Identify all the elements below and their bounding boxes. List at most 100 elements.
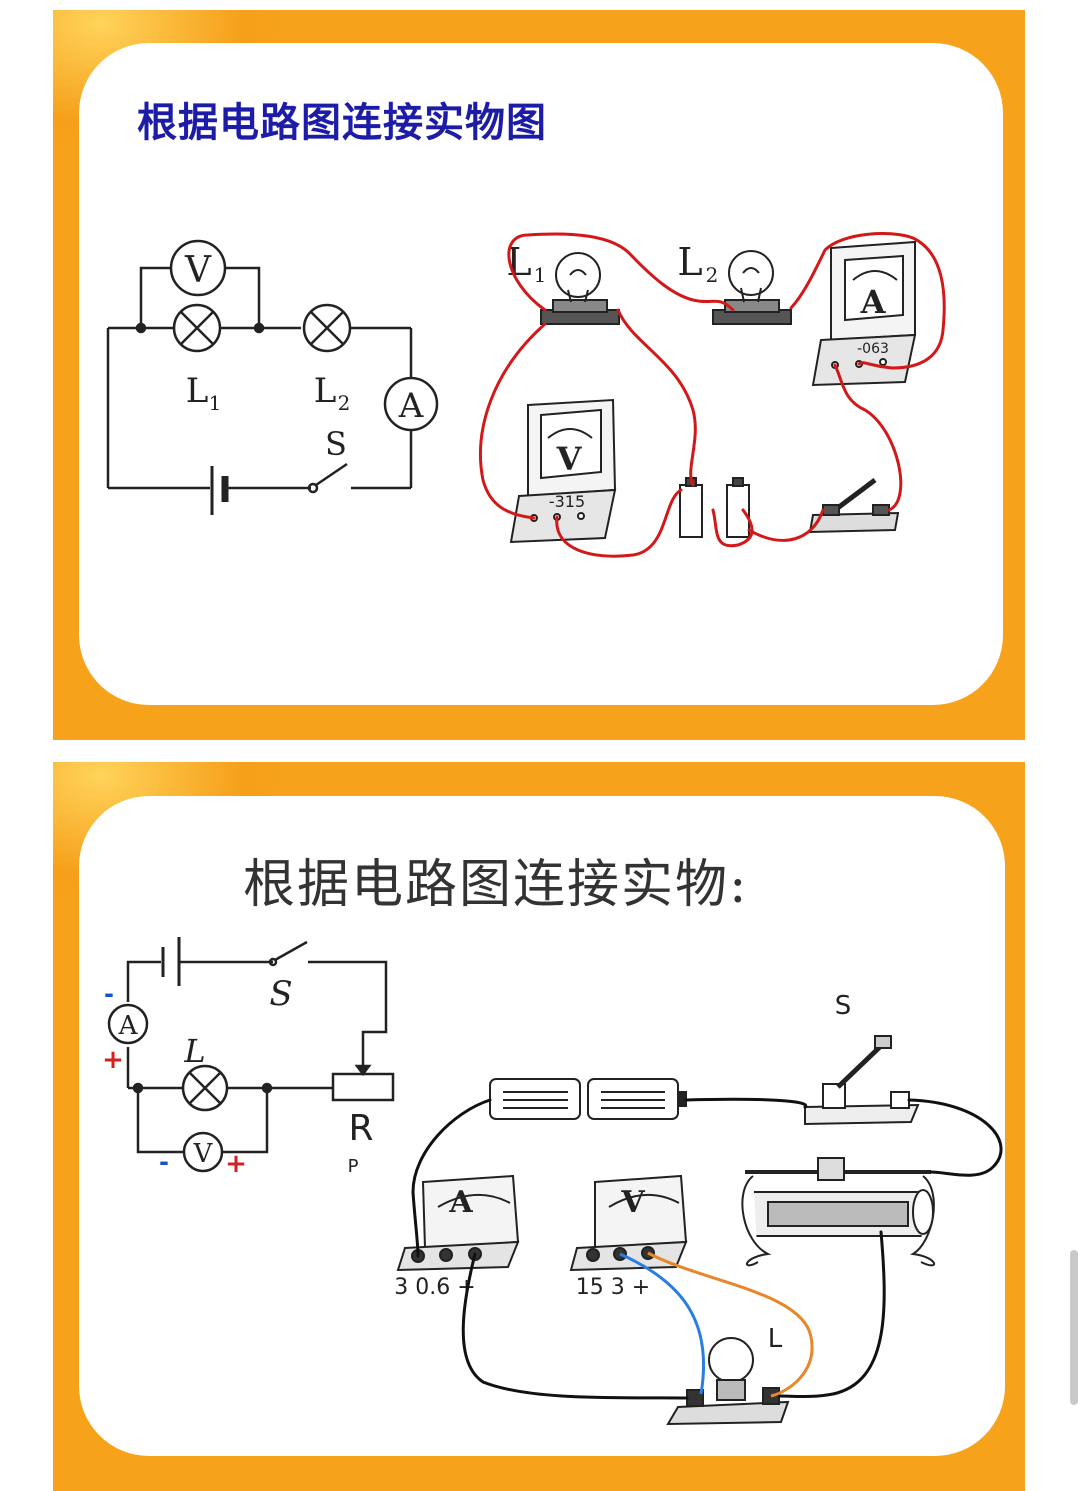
- blue-wire: [619, 1252, 706, 1395]
- wire-l1-battery: [616, 308, 697, 487]
- ammeter-symbol: [383, 376, 439, 432]
- wire: [139, 266, 171, 328]
- slide-2-diagram: S A L V R P - + - +: [102, 937, 1003, 1426]
- switch-device-label: S: [835, 991, 852, 1021]
- lamp-symbol: [181, 1064, 229, 1112]
- slide-1-title: 根据电路图连接实物图: [137, 99, 547, 146]
- wire: [308, 960, 388, 1068]
- wire: [126, 960, 161, 1002]
- voltmeter-label: V: [193, 1139, 214, 1169]
- ammeter-device-terminals: 3 0.6 +: [394, 1275, 475, 1300]
- lamp-1-label: L: [186, 371, 209, 411]
- battery-pack: [489, 1078, 687, 1120]
- junction-dot: [135, 322, 147, 334]
- switch-label: S: [269, 974, 292, 1014]
- voltmeter-device: [569, 1174, 688, 1272]
- physical-2: [396, 1035, 935, 1426]
- ammeter-minus: -: [104, 980, 114, 1008]
- lamp-2: [712, 250, 792, 325]
- ammeter-symbol: [107, 1003, 149, 1045]
- ammeter-device: [811, 240, 917, 387]
- lamp-1-symbol: [172, 303, 222, 353]
- lamp-1-tag-sub: 1: [534, 263, 547, 287]
- battery-cell: [679, 484, 703, 538]
- switch-blade: [315, 462, 348, 487]
- black-wiring: [411, 1097, 1003, 1400]
- voltmeter-plus: +: [225, 1149, 247, 1179]
- wire: [225, 266, 261, 328]
- switch-label: S: [325, 425, 347, 463]
- wire-battery-switch: [747, 508, 825, 542]
- battery-cap: [732, 477, 744, 487]
- wire-l1-voltmeter: [479, 322, 547, 520]
- voltmeter-device-symbol: V: [556, 440, 583, 478]
- slide-2-title: 根据电路图连接实物:: [243, 855, 749, 915]
- switch-pivot: [268, 957, 278, 967]
- slide-2-panel: [79, 796, 1005, 1456]
- lamp-2-label: L: [314, 371, 337, 411]
- ammeter-device-symbol: A: [448, 1185, 473, 1220]
- junction-dot: [261, 1082, 273, 1094]
- rheostat-sublabel: P: [348, 1156, 359, 1177]
- voltmeter-device-terminals: 15 3 +: [576, 1275, 650, 1300]
- rheostat-device: [741, 1157, 935, 1267]
- switch-pivot: [307, 482, 319, 494]
- wire-rheostat-lamp: [777, 1230, 886, 1398]
- lamp-2-tag-sub: 2: [706, 263, 719, 287]
- rheostat-label: R: [348, 1108, 373, 1149]
- wire-ammeter-lamp: [461, 1252, 689, 1400]
- wire-battery-link: [711, 508, 754, 548]
- page-scrollbar[interactable]: [1070, 1250, 1078, 1405]
- lamp-2-symbol: [302, 303, 352, 353]
- ammeter-plus: +: [102, 1045, 124, 1075]
- rheostat-symbol: [331, 1072, 395, 1102]
- wire-l2-ammeter: [789, 232, 946, 370]
- wire-battery-ammeter: [411, 1098, 492, 1258]
- physical-2-labels: S A V 3 0.6 + 15 3 + L: [394, 991, 851, 1354]
- voltmeter-device: [509, 398, 617, 544]
- lamp-1-subscript: 1: [209, 391, 222, 415]
- orange-wire: [647, 1251, 814, 1398]
- slide-1-diagram: V L 1 L 2 A S: [106, 232, 946, 558]
- lamp-label: L: [183, 1032, 205, 1070]
- switch-device: [804, 1035, 920, 1126]
- wire-switch-ammeter: [833, 363, 903, 512]
- junction-dot: [253, 322, 265, 334]
- lamp-2-subscript: 2: [338, 391, 351, 415]
- ammeter-device-symbol: A: [860, 283, 887, 321]
- voltmeter-device-terminals: -315: [549, 492, 585, 511]
- wire-switch-rheostat: [907, 1098, 1003, 1177]
- schematic-1-labels: V L 1 L 2 A S: [184, 250, 424, 463]
- lamp-cross: [180, 311, 214, 345]
- ammeter-label: A: [398, 386, 424, 426]
- switch-blade: [274, 940, 308, 962]
- switch-device: [808, 478, 900, 534]
- rheostat-arrow: [354, 1064, 372, 1077]
- ammeter-device: [396, 1174, 520, 1272]
- lamp-1: [540, 252, 620, 325]
- ammeter-device-terminals: -063: [857, 341, 889, 357]
- schematic-2-labels: S A L V R P - + - +: [102, 974, 373, 1179]
- slide-1: 根据电路图连接实物图: [53, 10, 1025, 740]
- voltmeter-symbol: [169, 239, 227, 297]
- lamp-device-label: L: [768, 1324, 783, 1354]
- junction-dot: [132, 1082, 144, 1094]
- red-wiring: [479, 232, 946, 558]
- lamp-cross: [310, 311, 344, 345]
- voltmeter-minus: -: [159, 1148, 169, 1176]
- wire: [136, 1088, 183, 1154]
- voltmeter-label: V: [184, 250, 212, 291]
- schematic-1: [106, 239, 439, 515]
- wire-battery-switch: [684, 1097, 808, 1109]
- wire-l1-l2: [507, 232, 735, 312]
- battery-cell: [726, 484, 750, 538]
- schematic-2: [107, 937, 395, 1173]
- slide-2: 根据电路图连接实物:: [53, 762, 1025, 1491]
- wire-voltmeter-battery: [555, 488, 683, 558]
- lamp-2-tag: L: [677, 240, 702, 284]
- lamp-cross: [189, 1072, 221, 1104]
- voltmeter-symbol: [182, 1131, 224, 1173]
- voltmeter-device-symbol: V: [620, 1185, 645, 1220]
- physical-1-labels: L 1 L 2 A -063 V -315: [506, 240, 889, 511]
- ammeter-label: A: [118, 1011, 139, 1041]
